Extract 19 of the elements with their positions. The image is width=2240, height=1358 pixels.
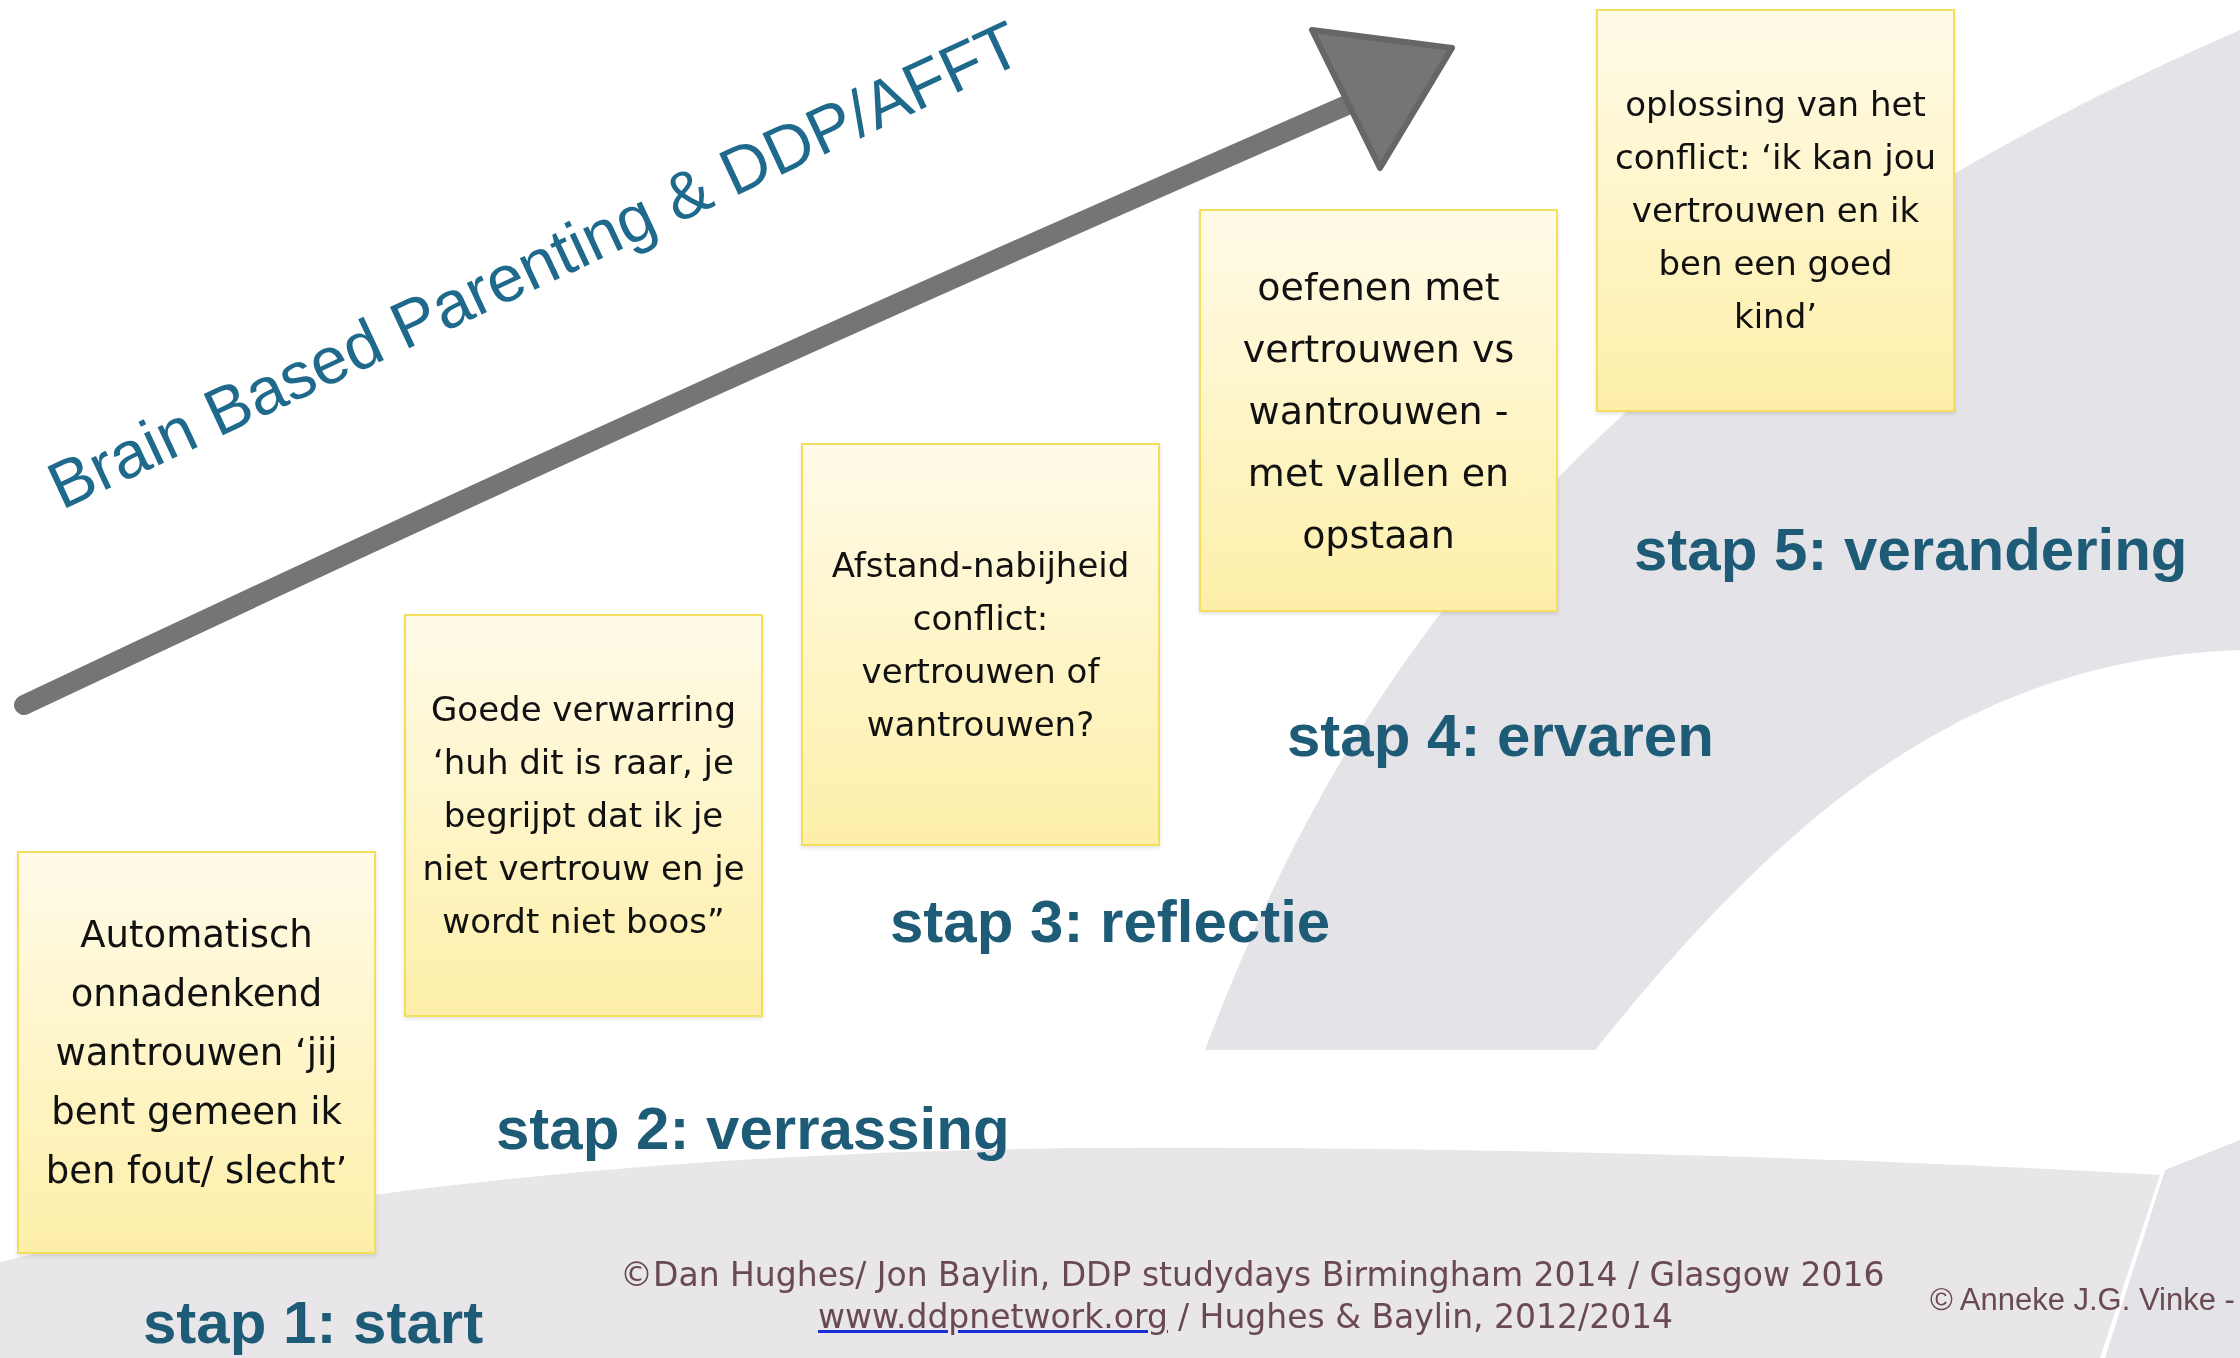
note-text: Automatisch onnadenkend wantrouwen ‘jij bent gemeen ik ben fout/ slecht’ [44, 912, 349, 1194]
sticky-note [1596, 9, 1955, 412]
note-text: oplossing van het conflict: ‘ik kan jou vertrouwen en ik ben een goed kind’ [1614, 83, 1937, 338]
sticky-note [17, 851, 376, 1254]
step-label: stap 3: reflectie [890, 887, 1331, 956]
sticky-note [801, 443, 1160, 846]
step-label: stap 5: verandering [1634, 515, 2188, 584]
credit-text: ©Dan Hughes/ Jon Baylin, DDP studydays Birmingham 2014 / Glasgow 2016 [620, 1255, 1885, 1294]
sticky-note [1199, 209, 1558, 612]
sticky-note [404, 614, 763, 1017]
step-label: stap 4: ervaren [1287, 701, 1714, 770]
note-text: oefenen met vertrouwen vs wantrouwen - met vallen en opstaan [1241, 263, 1516, 559]
credit-text: / Hughes & Baylin, 2012/2014 [1178, 1297, 1674, 1336]
step-label: stap 1: start [143, 1288, 484, 1357]
web-link: www.ddpnetwork.org [818, 1297, 1168, 1336]
note-text: Goede verwarring ‘huh dit is raar, je begrijpt dat ik je niet vertrouw en je wordt niet boos” [421, 688, 746, 943]
step-label: stap 2: verrassing [496, 1094, 1010, 1163]
note-text: Afstand-nabijheid conflict: vertrouwen of wantrouwen? [830, 543, 1131, 746]
credit-text: © Anneke J.G. Vinke - [1930, 1282, 2235, 1318]
